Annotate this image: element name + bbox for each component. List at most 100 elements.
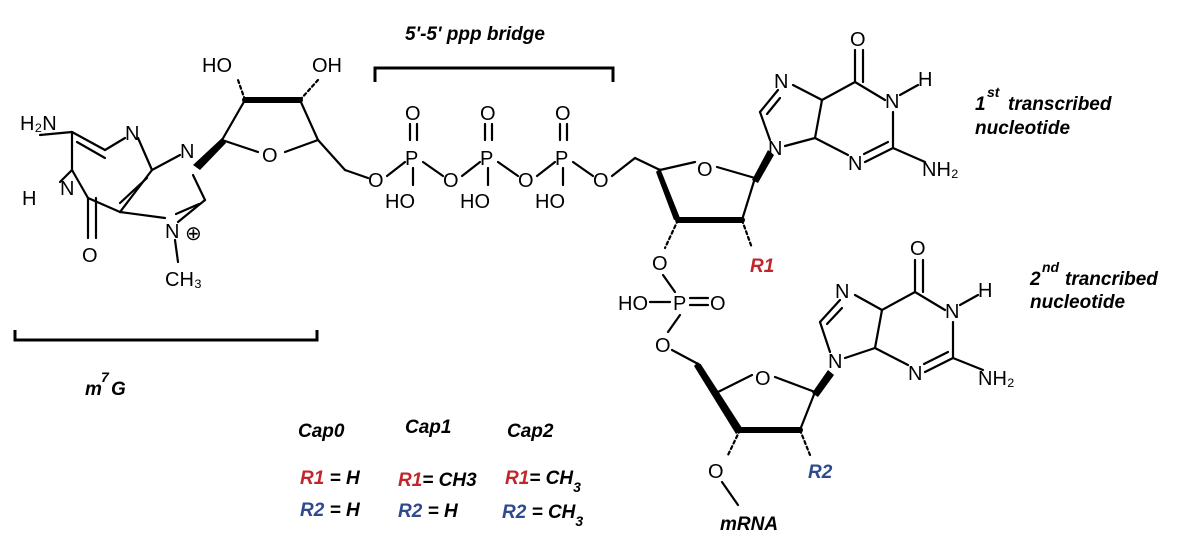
svg-text:G: G bbox=[111, 379, 126, 400]
atom-n: N bbox=[848, 153, 862, 175]
atom-o: O bbox=[655, 335, 671, 357]
atom-o: O bbox=[480, 103, 496, 125]
charge-plus: ⊕ bbox=[185, 223, 202, 245]
cap1-column: Cap1 R1= CH3 R2 = H bbox=[398, 417, 477, 522]
svg-text:R1 = H: R1 = H bbox=[300, 468, 361, 489]
first-nucleotide-label: 1 st transcribed nucleotide bbox=[975, 84, 1112, 139]
atom-p: P bbox=[480, 148, 493, 170]
cap1-r1-value: = CH3 bbox=[422, 470, 477, 491]
m7g-base: H₂N N N H N N ⊕ O CH₃ bbox=[20, 113, 207, 291]
cap0-column: Cap0 R1 = H R2 = H bbox=[298, 421, 361, 521]
second-nucleotide-label: 2 nd trancribed nucleotide bbox=[1029, 259, 1158, 313]
atom-h: H bbox=[918, 69, 932, 91]
m7g-label: m 7 G bbox=[85, 369, 126, 400]
r1-substituent: R1 bbox=[750, 256, 774, 277]
atom-ho: HO bbox=[618, 293, 648, 315]
svg-text:st: st bbox=[987, 84, 1001, 100]
phosphodiester-linker: P O HO O bbox=[618, 273, 726, 367]
atom-ho: HO bbox=[460, 191, 490, 213]
atom-o: O bbox=[518, 170, 534, 192]
cap0-title: Cap0 bbox=[298, 421, 345, 442]
m7g-ribose: O HO OH bbox=[193, 55, 370, 180]
atom-o: O bbox=[555, 103, 571, 125]
mrna-label: mRNA bbox=[720, 514, 778, 535]
atom-p: P bbox=[673, 293, 686, 315]
svg-text:trancribed: trancribed bbox=[1065, 269, 1158, 290]
atom-n: N bbox=[945, 301, 959, 323]
cap2-r2-value: = CH bbox=[526, 502, 576, 523]
cap2-r1-value: = CH bbox=[529, 468, 574, 489]
svg-text:R2 = H: R2 = H bbox=[300, 500, 361, 521]
atom-o: O bbox=[910, 238, 926, 260]
atom-o: O bbox=[710, 293, 726, 315]
atom-o: O bbox=[82, 245, 98, 267]
svg-text:R2 = H: R2 = H bbox=[398, 501, 459, 522]
atom-h2n: H₂N bbox=[20, 113, 57, 135]
cap-legend: Cap0 R1 = H R2 = H Cap1 R1= CH3 R2 = H C… bbox=[298, 417, 583, 529]
atom-o: O bbox=[443, 170, 459, 192]
atom-oh: OH bbox=[312, 55, 342, 77]
atom-o: O bbox=[755, 368, 771, 390]
atom-o: O bbox=[652, 253, 668, 275]
atom-nh2: NH₂ bbox=[922, 159, 959, 181]
atom-n-plus: N bbox=[165, 221, 179, 243]
cap1-r2-value: = H bbox=[422, 501, 459, 522]
second-nucleotide-guanine: N N O N H N NH₂ bbox=[818, 238, 1015, 390]
atom-o: O bbox=[262, 145, 278, 167]
atom-h: H bbox=[978, 280, 992, 302]
second-nucleotide-ribose: O R2 O mRNA bbox=[694, 362, 834, 535]
atom-h: H bbox=[22, 188, 36, 210]
svg-text:nucleotide: nucleotide bbox=[1030, 292, 1125, 313]
cap0-r1-name: R1 bbox=[300, 468, 324, 489]
atom-o: O bbox=[708, 461, 724, 483]
svg-text:R2 = CH3: R2 = CH3 bbox=[502, 502, 583, 529]
atom-n: N bbox=[180, 141, 194, 163]
atom-o: O bbox=[850, 29, 866, 51]
atom-o: O bbox=[368, 170, 384, 192]
cap2-r2-name: R2 bbox=[502, 502, 527, 523]
atom-n: N bbox=[835, 281, 849, 303]
cap1-title: Cap1 bbox=[405, 417, 451, 438]
triphosphate-bridge: O P O HO O P O HO O P O HO O bbox=[368, 103, 637, 213]
atom-n: N bbox=[828, 351, 842, 373]
svg-text:7: 7 bbox=[101, 369, 110, 385]
atom-n: N bbox=[908, 363, 922, 385]
svg-text:R1= CH3: R1= CH3 bbox=[398, 470, 477, 491]
atom-p: P bbox=[405, 148, 418, 170]
cap2-r2-sub: 3 bbox=[575, 513, 583, 529]
svg-text:transcribed: transcribed bbox=[1008, 94, 1112, 115]
cap0-r1-value: = H bbox=[324, 468, 361, 489]
atom-n: N bbox=[768, 138, 782, 160]
atom-o: O bbox=[405, 103, 421, 125]
atom-n: N bbox=[774, 71, 788, 93]
atom-o: O bbox=[593, 170, 609, 192]
first-nucleotide-guanine: N N O N H N NH₂ bbox=[758, 29, 959, 181]
cap2-column: Cap2 R1= CH3 R2 = CH3 bbox=[502, 421, 583, 529]
cap2-r1-name: R1 bbox=[505, 468, 529, 489]
svg-text:nucleotide: nucleotide bbox=[975, 118, 1070, 139]
svg-text:2: 2 bbox=[1029, 269, 1041, 290]
bridge-label: 5'-5' ppp bridge bbox=[405, 24, 545, 45]
cap1-r1-name: R1 bbox=[398, 470, 422, 491]
atom-nh2: NH₂ bbox=[978, 368, 1015, 390]
atom-ho: HO bbox=[202, 55, 232, 77]
atom-n: N bbox=[885, 91, 899, 113]
first-nucleotide-ribose: O R1 O bbox=[633, 150, 774, 277]
atom-n: N bbox=[125, 123, 139, 145]
svg-text:1: 1 bbox=[975, 94, 986, 115]
m7g-bracket bbox=[13, 330, 319, 342]
atom-ho: HO bbox=[385, 191, 415, 213]
atom-ho: HO bbox=[535, 191, 565, 213]
svg-text:R1= CH3: R1= CH3 bbox=[505, 468, 581, 495]
atom-n: N bbox=[60, 178, 74, 200]
atom-o: O bbox=[697, 159, 713, 181]
atom-p: P bbox=[555, 148, 568, 170]
svg-text:nd: nd bbox=[1042, 259, 1060, 275]
cap0-r2-value: = H bbox=[324, 500, 361, 521]
cap2-r1-sub: 3 bbox=[573, 479, 581, 495]
r2-substituent: R2 bbox=[808, 462, 833, 483]
svg-text:m: m bbox=[85, 379, 102, 400]
cap0-r2-name: R2 bbox=[300, 500, 325, 521]
cap1-r2-name: R2 bbox=[398, 501, 423, 522]
